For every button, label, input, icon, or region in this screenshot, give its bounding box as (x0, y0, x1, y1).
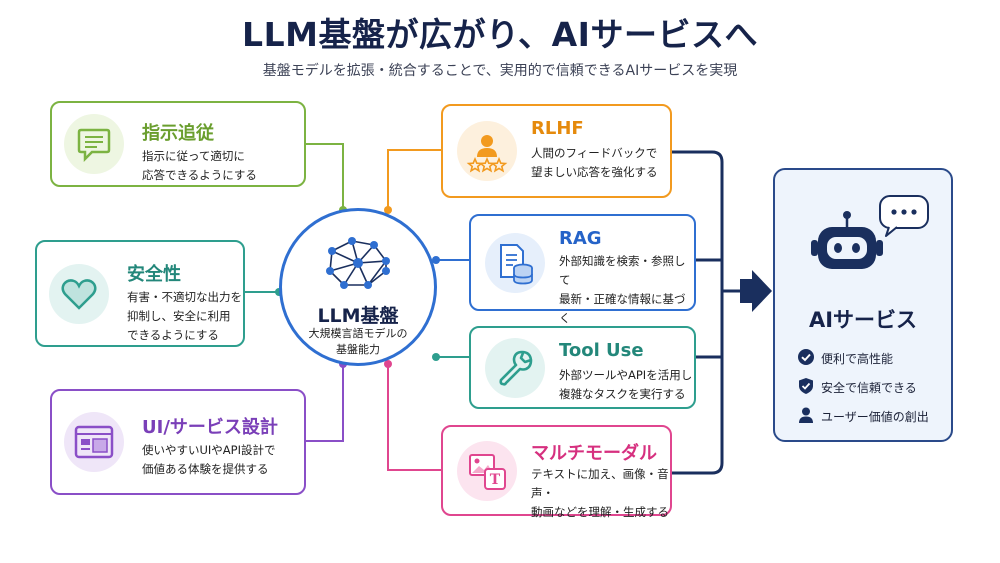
page-subtitle: 基盤モデルを拡張・統合することで、実用的で信頼できるAIサービスを実現 (262, 63, 738, 79)
card-instruction-following: 指示追従 指示に従って適切に 応答できるようにする (50, 101, 306, 187)
card-rag: RAG 外部知識を検索・参照して 最新・正確な情報に基づく 回答を生成する (469, 214, 696, 344)
heart-icon (49, 263, 109, 324)
card-title: UI/サービス設計 (142, 417, 278, 438)
ai-service-box: AIサービス 便利で高性能 安全で信頼できる ユーザー価値の創出 (773, 168, 953, 442)
card-title: マルチモーダル (531, 443, 657, 464)
hub-title: LLM基盤 (317, 305, 399, 327)
person-stars-icon (457, 121, 517, 181)
llm-hub: LLM基盤 大規模言語モデルの 基盤能力 (279, 208, 437, 366)
card-ui-service-design: UI/サービス設計 使いやすいUIやAPI設計で 価値ある体験を提供する (50, 389, 306, 495)
service-benefit-label: 便利で高性能 (821, 352, 894, 366)
shield-check-icon (799, 378, 813, 394)
card-desc: テキストに加え、画像・音声・ 動画などを理解・生成する (531, 467, 669, 519)
wrench-icon (485, 337, 545, 398)
robot-icon (811, 195, 929, 269)
card-multimodal: T マルチモーダル テキストに加え、画像・音声・ 動画などを理解・生成する (441, 425, 672, 519)
service-title: AIサービス (808, 308, 918, 332)
check-circle-icon (798, 349, 814, 365)
arrow-right-icon (740, 270, 772, 312)
card-desc: 人間のフィードバックで 望ましい応答を強化する (531, 146, 658, 179)
service-benefit-label: ユーザー価値の創出 (821, 410, 929, 424)
image-text-icon: T (457, 440, 517, 501)
card-title: 安全性 (127, 264, 181, 285)
connector-merge (672, 150, 724, 475)
connector-instruction (306, 143, 344, 210)
card-safety: 安全性 有害・不適切な出力を 抑制し、安全に利用 できるようにする (35, 240, 245, 347)
card-title: 指示追従 (142, 123, 214, 144)
hub-desc: 大規模言語モデルの 基盤能力 (308, 327, 408, 356)
card-desc: 使いやすいUIやAPI設計で 価値ある体験を提供する (142, 443, 276, 476)
service-benefit-label: 安全で信頼できる (821, 381, 917, 395)
card-desc: 外部ツールやAPIを活用し 複雑なタスクを実行する (559, 368, 693, 401)
card-desc: 指示に従って適切に 応答できるようにする (142, 149, 257, 182)
neural-network-icon (326, 237, 390, 289)
document-database-icon (485, 232, 545, 293)
connector-ui (306, 364, 344, 442)
connector-multimodal (387, 364, 441, 471)
browser-window-icon (64, 412, 124, 472)
user-icon (799, 407, 813, 423)
connector-rlhf (387, 149, 441, 210)
card-title: Tool Use (559, 340, 644, 361)
card-desc: 有害・不適切な出力を 抑制し、安全に利用 できるようにする (127, 290, 242, 342)
card-tool-use: Tool Use 外部ツールやAPIを活用し 複雑なタスクを実行する (469, 326, 696, 409)
chat-icon (64, 114, 124, 174)
page-title: LLM基盤が広がり、AIサービスへ (242, 15, 758, 54)
card-rlhf: RLHF 人間のフィードバックで 望ましい応答を強化する (441, 104, 672, 198)
card-title: RAG (559, 228, 602, 249)
svg-text:T: T (490, 472, 501, 488)
card-title: RLHF (531, 118, 584, 139)
